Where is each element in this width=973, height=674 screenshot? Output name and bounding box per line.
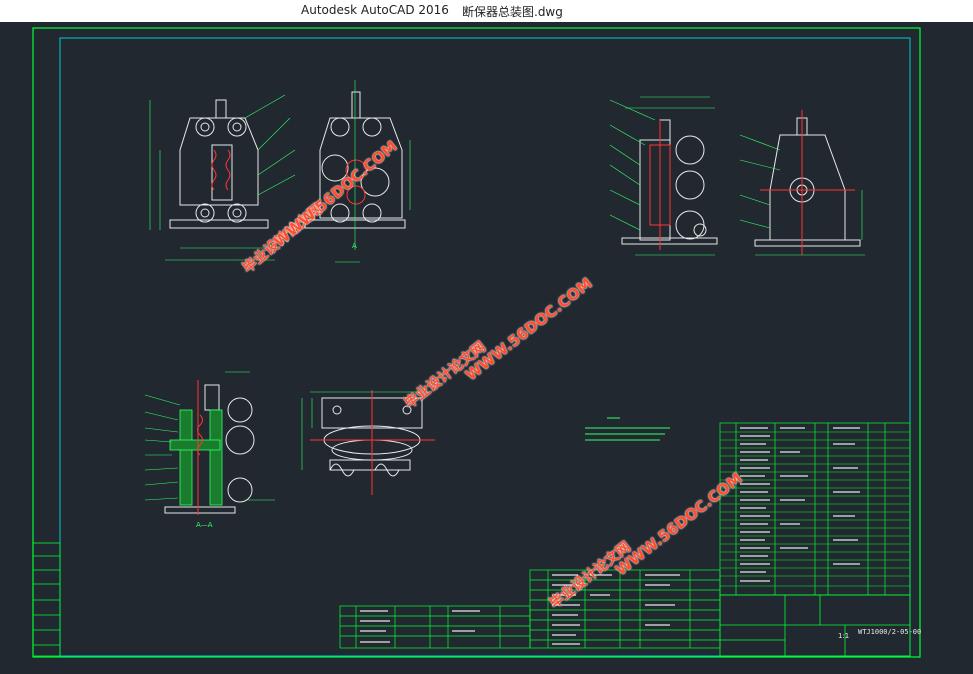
scale-label: 1:1	[838, 632, 850, 640]
drawing-number: WTJ1000/2-05-00	[858, 628, 922, 636]
cad-drawing	[32, 27, 921, 658]
tech-notes	[585, 417, 670, 441]
title-block	[719, 594, 911, 657]
inner-frame	[59, 37, 911, 657]
drawing-canvas[interactable]: A—A A 1:1 WTJ1000/2-05-00 毕业设计论文网 WWW.56…	[0, 22, 973, 674]
title-bar: Autodesk AutoCAD 2016 断保器总装图.dwg	[0, 0, 973, 23]
parts-list-left	[339, 605, 531, 649]
view-label-aa: A—A	[196, 521, 213, 529]
parts-list-middle	[529, 569, 721, 649]
parts-list-right	[719, 422, 911, 596]
outer-frame	[32, 27, 921, 658]
parts-list-rows	[720, 431, 910, 587]
hatched-section	[169, 409, 223, 506]
body-view-4	[754, 117, 861, 247]
dims-view-1	[149, 94, 296, 261]
app-title: Autodesk AutoCAD 2016	[301, 3, 449, 17]
parts-list-text	[740, 427, 860, 582]
section-view-5	[164, 384, 255, 514]
left-strip	[32, 542, 61, 657]
front-view-1	[169, 99, 269, 229]
file-name: 断保器总装图.dwg	[462, 5, 563, 19]
view-label-a: A	[352, 242, 357, 250]
